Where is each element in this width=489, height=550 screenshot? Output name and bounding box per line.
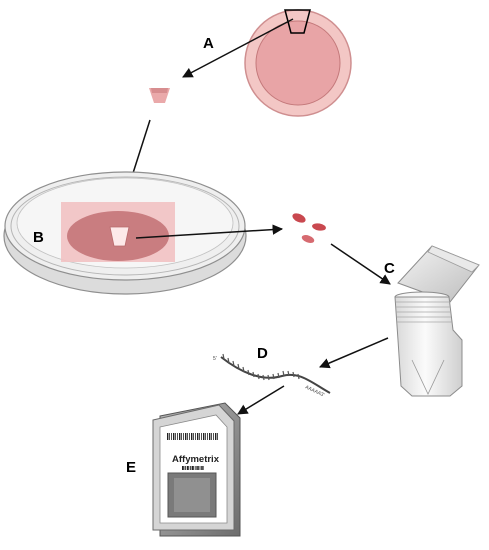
barcode-bar [217,433,218,440]
barcode-bar [205,433,206,440]
barcode-bar [211,433,212,440]
rna-base-tick [272,373,275,380]
rna-base-tick [247,369,250,376]
arrow-d [319,337,389,369]
rna-base-tick [222,353,225,360]
barcode-bar [199,466,201,470]
barcode-bar [199,433,200,440]
barcode-bar [198,466,199,470]
label-b: B [33,229,44,246]
barcode-bar [201,433,202,440]
rna-base-tick [252,371,255,378]
barcode-bar [194,466,196,470]
rna-base-tick [287,370,290,377]
barcode-bar [171,433,172,440]
barcode-bar [187,433,188,440]
rna-base-tick [277,372,280,379]
barcode-bar [185,466,186,470]
label-c: C [384,260,395,277]
barcode-bar [169,433,170,440]
barcode-top [167,433,218,440]
tissue-piece-icon [149,88,170,103]
label-a: A [203,35,214,52]
barcode-bar [202,466,204,470]
rna-base-tick [227,357,230,364]
explant-piece [109,226,130,247]
source-tissue-icon [244,9,352,117]
rna-base-tick [232,360,235,367]
rna-strand-icon: 5' AAAAA3' [213,353,331,398]
barcode-bar [209,433,211,440]
barcode-bar [201,466,203,470]
barcode-bar [183,466,185,470]
rna-base-tick [262,374,265,381]
microarray-chip-icon: Affymetrix [152,402,241,537]
arrow-c [330,243,391,285]
barcode-bar [215,433,217,440]
barcode-bar [175,433,176,440]
rna-base-tick [242,366,245,373]
barcode-bar [173,433,175,440]
barcode-bar [188,466,190,470]
arrow-to-chip [237,385,285,415]
barcode-bar [207,433,208,440]
barcode-bar [190,466,191,470]
rna-base-tick [267,374,270,381]
chip-brand-label: Affymetrix [172,454,220,465]
arrow-a [182,18,294,78]
barcode-bar [181,433,182,440]
rna-base-tick [257,373,260,380]
barcode-bar [182,466,184,470]
petri-dish-icon [3,171,247,295]
barcode-small [182,466,204,470]
cut-region-outline [284,9,311,34]
barcode-bar [189,433,190,440]
barcode-bar [177,433,178,440]
barcode-bar [179,433,181,440]
barcode-bar [183,433,184,440]
arrow-to-cells [135,224,284,239]
centrifuge-tube-icon [394,245,480,397]
rna-head-label: 5' [213,356,217,362]
barcode-bar [203,433,205,440]
label-d: D [257,345,268,362]
rna-tail-label: AAAAA3' [304,384,325,398]
barcode-bar [167,433,169,440]
rna-base-tick [237,363,240,370]
barcode-bar [213,433,214,440]
barcode-bar [193,433,194,440]
rna-base-tick [292,371,295,378]
barcode-bar [191,466,193,470]
label-e: E [126,459,136,476]
barcode-bar [193,466,194,470]
barcode-bar [197,433,199,440]
barcode-bar [185,433,187,440]
barcode-bar [191,433,193,440]
cells-icon [292,213,326,243]
rna-base-tick [297,373,300,380]
barcode-bar [195,433,196,440]
barcode-bar [186,466,189,470]
barcode-bar [196,466,198,470]
rna-base-tick [282,370,285,377]
